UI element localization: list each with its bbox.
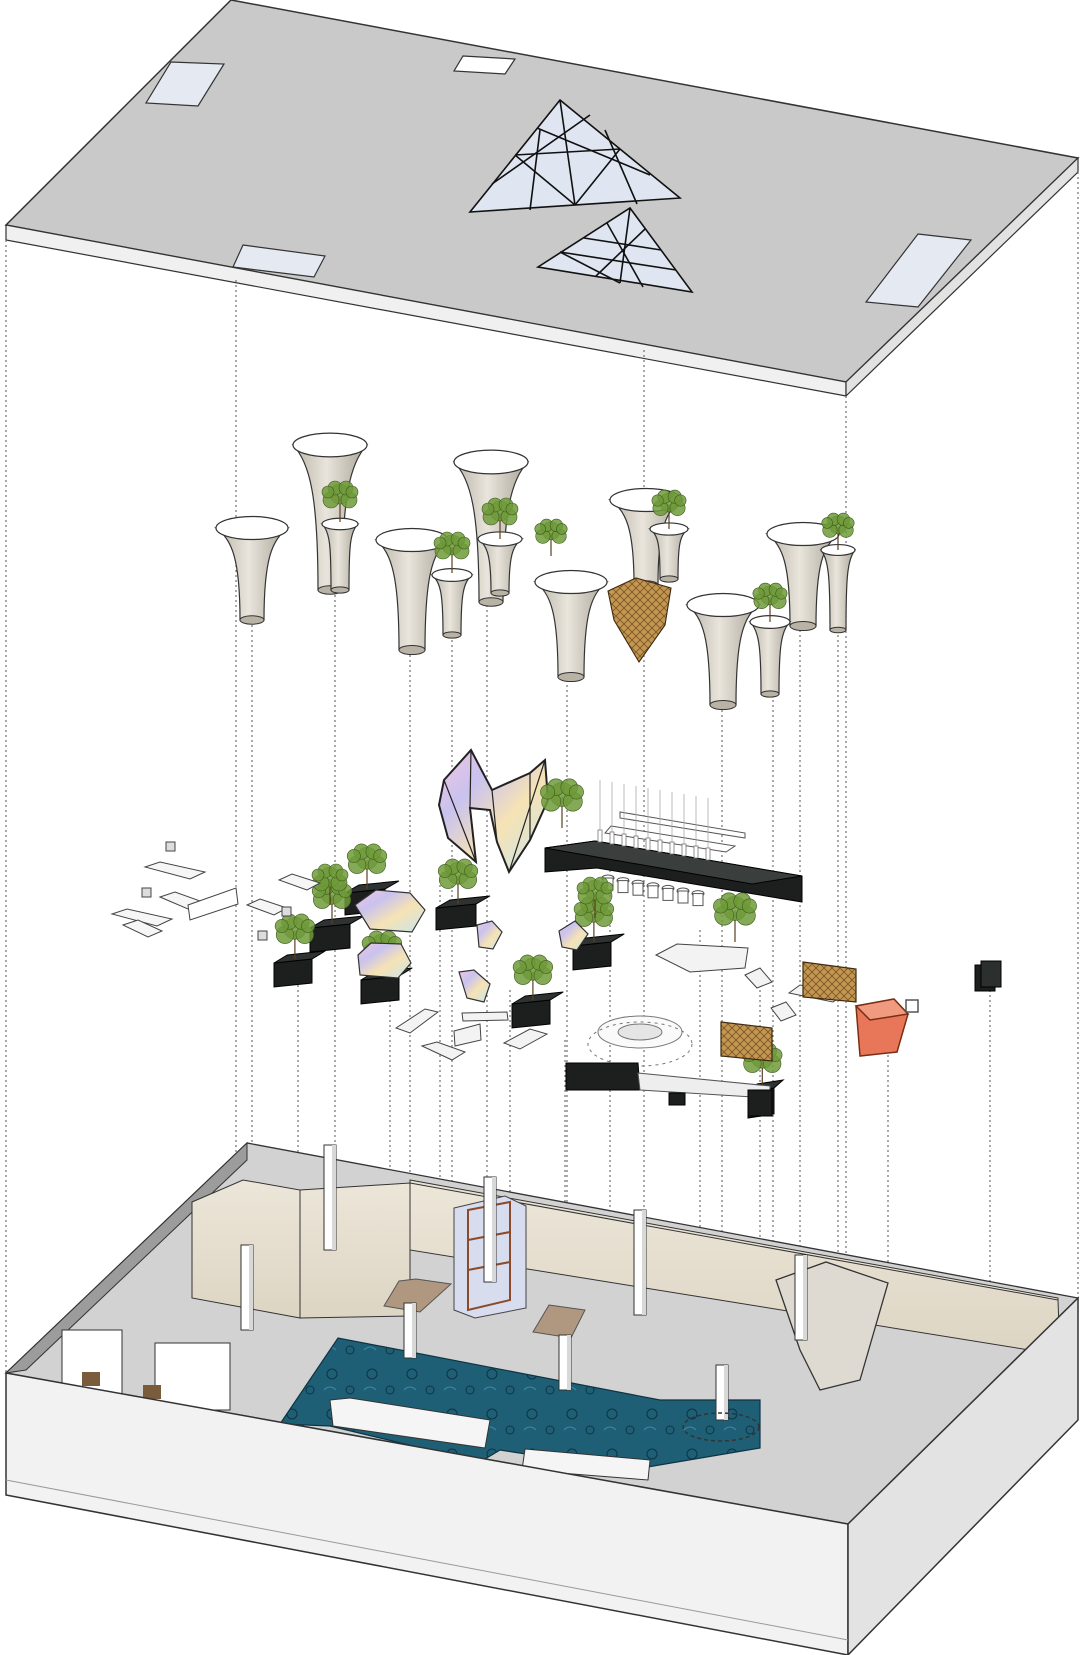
pendant-light [633, 835, 639, 849]
door-icon [143, 1385, 161, 1399]
tree-icon [651, 489, 687, 529]
funnel-column-icon [533, 569, 609, 683]
tree-icon [540, 778, 584, 828]
lattice-pendant-icon [607, 577, 672, 664]
column-icon [715, 1364, 729, 1421]
column-icon [794, 1254, 808, 1341]
pendant-light [669, 841, 675, 855]
tree-icon [311, 863, 349, 905]
back-wall-left [4, 1141, 248, 1374]
gem-sculptures [354, 889, 589, 1003]
funnel-column-icon [291, 432, 369, 595]
tree-icon [433, 531, 471, 573]
ground-floor [4, 1141, 1080, 1655]
skylight-pyramid-icon [468, 98, 683, 213]
floor-round-table [682, 1412, 760, 1442]
skylight-rect-icon [452, 55, 517, 75]
funnel-column-icon [214, 515, 290, 625]
pendant-light [693, 845, 699, 859]
bar-stool-icon [631, 879, 645, 896]
funnel-columns-layer [214, 432, 857, 711]
pendant-light [621, 833, 627, 847]
tree-icon [437, 858, 479, 904]
tree-icon [321, 480, 359, 522]
black-post [974, 960, 1002, 992]
bar-stool-icon [676, 887, 690, 904]
funnel-column-icon [819, 543, 857, 634]
pendant-light [657, 839, 663, 853]
bar-stool-icon [616, 877, 630, 894]
planters-group [273, 778, 785, 1119]
tree-icon [346, 843, 388, 889]
bar-stool-icon [691, 890, 705, 907]
skylight-pyramid-icon [535, 206, 694, 294]
pendant-light [681, 843, 687, 857]
tree-icon [713, 892, 757, 942]
pendant-light [645, 837, 651, 851]
wood-screen-panel [802, 961, 857, 1003]
pendant-light [705, 847, 711, 861]
tree-icon [752, 582, 788, 622]
planter-icon [309, 915, 365, 953]
funnel-column-icon [430, 567, 474, 639]
planter-icon [435, 895, 491, 931]
column-icon [633, 1209, 647, 1316]
bar-stool-icon [646, 882, 660, 899]
room-box [154, 1342, 231, 1411]
iridescent-sculpture [437, 748, 550, 875]
floor-front-face [5, 1372, 849, 1655]
planter-icon [572, 933, 625, 971]
bar-counter-icon [544, 811, 803, 903]
skylight-rect-icon [232, 244, 326, 278]
tree-icon [481, 497, 519, 539]
tree-icon [274, 913, 315, 959]
column-icon [403, 1302, 417, 1359]
skylight-rect-icon [864, 233, 973, 308]
rug [383, 1278, 453, 1313]
column-icon [558, 1334, 572, 1391]
kiosk-icon [854, 998, 919, 1057]
column-icon [240, 1244, 254, 1331]
tree-icon [576, 876, 614, 918]
tree-icon [821, 512, 855, 550]
funnel-column-icon [748, 614, 792, 698]
round-table-icon [587, 1015, 693, 1067]
furniture-layer [110, 577, 1002, 1119]
pool-platform [329, 1397, 491, 1449]
wood-screen-panel [720, 1021, 773, 1062]
planter-icon [273, 950, 326, 988]
roof-slab [4, 0, 1080, 398]
funnel-column-icon [685, 592, 761, 711]
tree-icon [534, 518, 568, 556]
lower-bar-counter [565, 1062, 773, 1117]
column-icon [323, 1144, 337, 1251]
white-bench [187, 887, 239, 921]
funnel-column-icon [648, 522, 690, 583]
funnel-column-icon [765, 521, 841, 632]
tree-icon [573, 896, 614, 942]
pendant-light [609, 831, 615, 845]
bar-stool-icon [661, 884, 675, 901]
pendant-light [597, 829, 603, 843]
door-icon [82, 1372, 100, 1386]
tree-icon [512, 954, 553, 1000]
planter-icon [511, 991, 564, 1029]
column-icon [483, 1176, 497, 1283]
floor-columns [240, 1144, 808, 1421]
floor-right-face [847, 1296, 1079, 1655]
skylight-rect-icon [144, 61, 226, 107]
